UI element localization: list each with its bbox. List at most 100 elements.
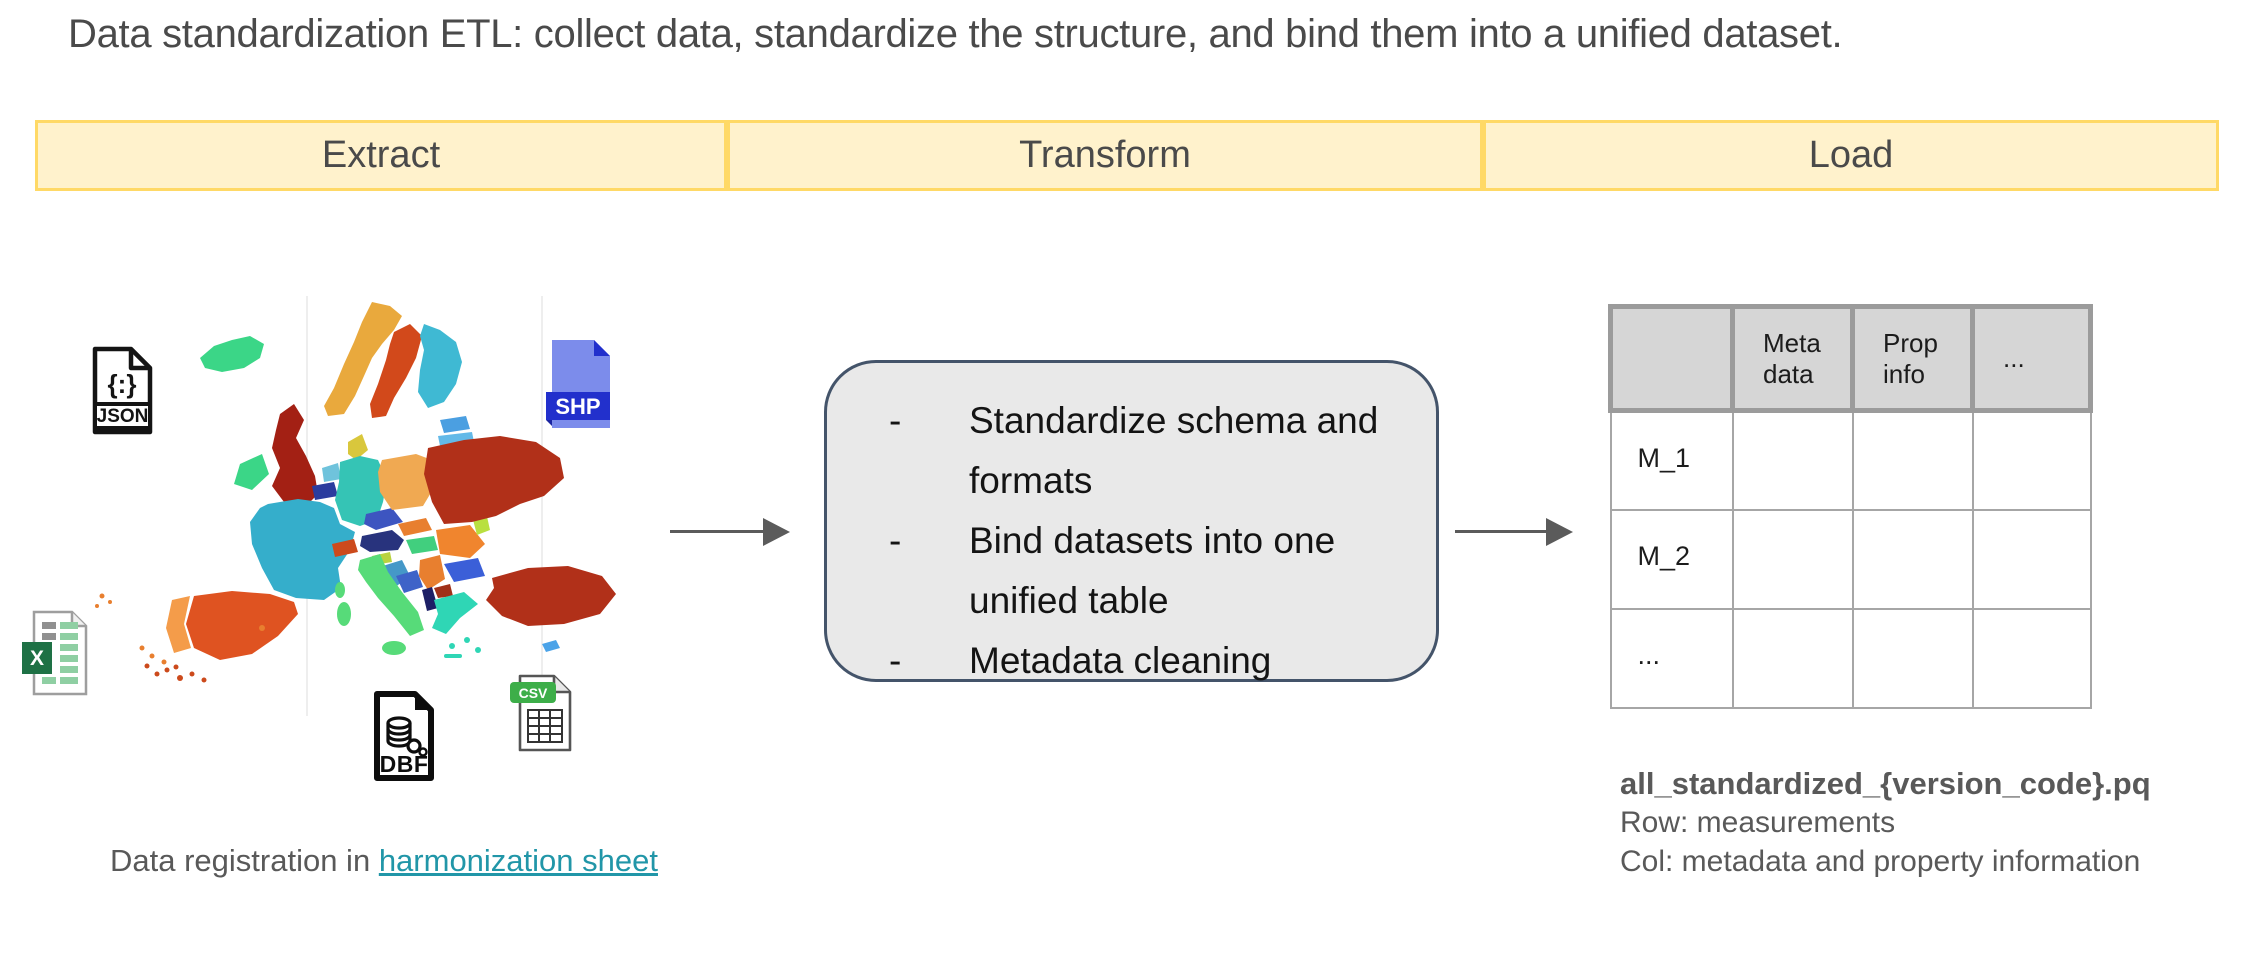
excel-x-box: [22, 642, 52, 674]
dbf-label: DBF: [380, 751, 429, 777]
table-header-cell: [1608, 304, 1735, 413]
country-norway: [324, 302, 402, 416]
transform-steps-box: - Standardize schema and formats - Bind …: [824, 360, 1439, 682]
grid-glyph: [527, 709, 563, 743]
json-symbol: {:}: [108, 369, 137, 399]
country-sweden: [370, 324, 422, 418]
table-empty-cell: [1971, 508, 2092, 610]
csv-file-icon: CSV: [506, 672, 578, 757]
transform-step-text: Metadata cleaning: [969, 640, 1272, 681]
country-france: [250, 499, 355, 600]
dbf-file-icon: DBF: [370, 690, 438, 787]
harmonization-sheet-link[interactable]: harmonization sheet: [378, 843, 658, 878]
country-iceland: [200, 336, 264, 372]
country-hungary: [406, 536, 438, 554]
country-ukraine: [424, 436, 564, 524]
transform-step-text: Standardize schema and formats: [969, 400, 1379, 501]
gear-glyph: [406, 738, 428, 757]
country-romania: [436, 525, 485, 558]
country-belgium: [312, 482, 338, 500]
greece-islands: [444, 637, 481, 658]
country-italy: [358, 554, 424, 636]
sheet-rows-gray: [42, 622, 56, 640]
table-row-header-cell: M_2: [1609, 508, 1734, 610]
country-poland: [378, 454, 435, 510]
etl-stage-load: Load: [1483, 120, 2219, 191]
table-header-cell: Prop info: [1850, 304, 1975, 413]
json-label-box: [93, 402, 152, 430]
transform-step-item: - Metadata cleaning: [889, 631, 1384, 691]
table-header-row: Meta data Prop info ...: [1608, 304, 2093, 413]
arrow-transform-to-load: [1455, 517, 1575, 547]
excel-label: X: [30, 647, 44, 670]
excel-file-icon: X: [22, 610, 92, 701]
arrow-extract-to-transform: [670, 517, 790, 547]
country-estonia: [440, 416, 470, 433]
country-albania: [422, 587, 438, 611]
table-row-header-cell: M_1: [1609, 409, 1734, 511]
json-file-icon: {:} JSON: [88, 346, 158, 441]
file-fold: [594, 340, 610, 356]
italy-islands: [335, 582, 406, 655]
etl-header-bar: Extract Transform Load: [35, 120, 2219, 191]
transform-step-item: - Standardize schema and formats: [889, 391, 1384, 511]
output-row-desc: Row: measurements: [1620, 806, 1896, 839]
table-empty-cell: [1971, 607, 2092, 709]
table-row-header-cell: ...: [1609, 607, 1734, 709]
registration-prefix: Data registration in: [110, 843, 379, 878]
etl-stage-extract: Extract: [35, 120, 727, 191]
country-finland: [418, 324, 462, 408]
table-empty-cell: [1731, 409, 1854, 511]
bullet-dash: -: [889, 520, 902, 561]
country-bulgaria: [444, 558, 485, 582]
csv-label-box: [510, 682, 556, 703]
bullet-dash: -: [889, 400, 902, 441]
country-ireland: [234, 454, 269, 490]
page-title: Data standardization ETL: collect data, …: [68, 12, 1843, 56]
country-denmark: [348, 434, 368, 460]
table-header-cell: ...: [1970, 304, 2093, 413]
country-slovakia: [398, 518, 432, 536]
table-empty-cell: [1731, 508, 1854, 610]
shp-label-box: [546, 392, 610, 420]
registration-note: Data registration in harmonization sheet: [110, 843, 658, 879]
country-portugal: [166, 596, 191, 653]
table-empty-cell: [1851, 508, 1974, 610]
etl-stage-transform: Transform: [727, 120, 1483, 191]
sheet-rows-green: [42, 622, 78, 684]
country-macedonia: [434, 584, 453, 598]
table-empty-cell: [1851, 607, 1974, 709]
country-germany: [335, 456, 387, 526]
output-table: Meta data Prop info ... M_1 M_2 ...: [1608, 304, 2093, 709]
table-empty-cell: [1851, 409, 1974, 511]
label-notch: [546, 420, 552, 426]
file-fold: [128, 349, 150, 371]
country-cyprus: [542, 640, 560, 652]
country-spain: [186, 591, 298, 660]
table-empty-cell: [1731, 607, 1854, 709]
country-uk: [272, 404, 318, 508]
json-label: JSON: [97, 406, 149, 427]
output-caption: all_standardized_{version_code}.pq Row: …: [1620, 764, 2151, 881]
output-filename: all_standardized_{version_code}.pq: [1620, 766, 2151, 801]
file-fold: [552, 676, 570, 694]
transform-step-item: - Bind datasets into one unified table: [889, 511, 1384, 631]
table-empty-cell: [1971, 409, 2092, 511]
table-row: M_1: [1609, 409, 2092, 511]
csv-label: CSV: [519, 685, 548, 701]
europe-map-illustration: [72, 296, 632, 716]
output-col-desc: Col: metadata and property information: [1620, 845, 2141, 878]
transform-steps-list: - Standardize schema and formats - Bind …: [827, 363, 1436, 691]
atlantic-islands: [95, 593, 265, 665]
europe-map-svg: [95, 296, 616, 716]
country-austria: [360, 530, 404, 552]
country-turkey: [486, 566, 616, 626]
country-czechia: [364, 508, 403, 530]
canary-islands: [144, 663, 207, 683]
bullet-dash: -: [889, 640, 902, 681]
transform-step-text: Bind datasets into one unified table: [969, 520, 1336, 621]
country-bosnia: [396, 570, 423, 593]
table-row: M_2: [1609, 508, 2092, 610]
country-netherlands: [322, 463, 341, 482]
